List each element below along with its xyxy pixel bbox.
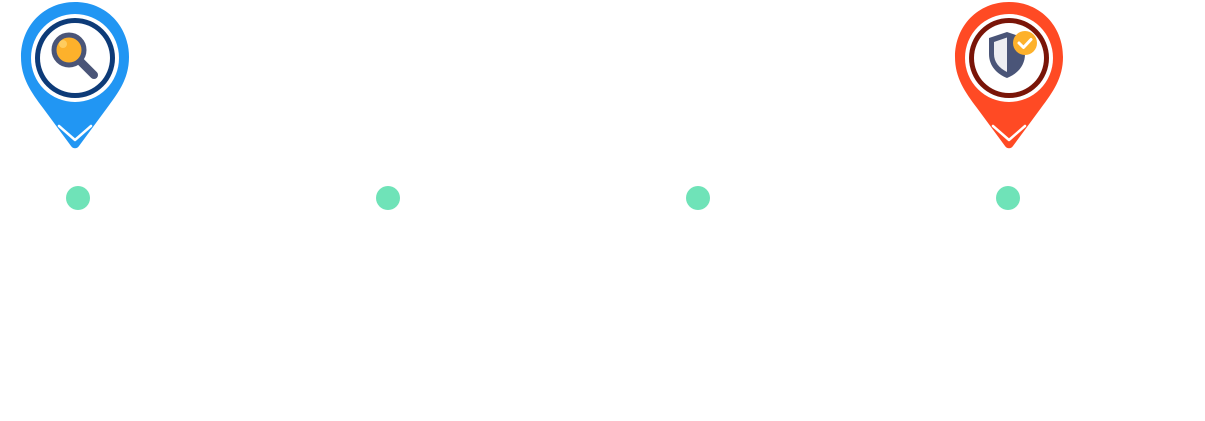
magnifier-icon [51,32,98,79]
map-pin-search-shape [21,2,129,149]
map-pin-security [953,0,1065,152]
timeline-dot-3 [686,186,710,210]
map-pin-search [19,0,131,152]
timeline-dot-1 [66,186,90,210]
pin-chevron [991,124,1027,142]
shield-check-icon [989,31,1037,78]
map-pin-security-shape [955,2,1063,149]
pin-chevron [57,124,93,142]
timeline-dot-4 [996,186,1020,210]
timeline-dot-2 [376,186,400,210]
